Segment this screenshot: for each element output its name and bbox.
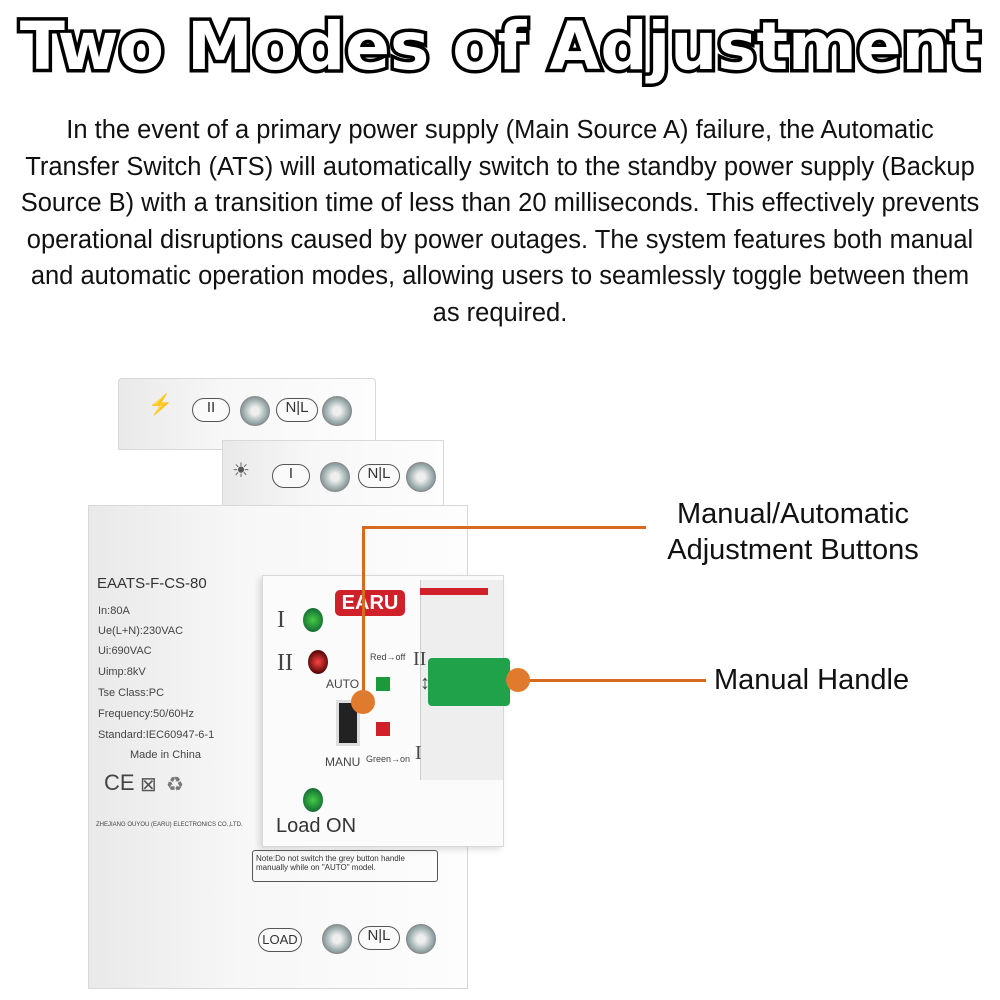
source-one-label: I	[272, 464, 310, 488]
load-on-label: Load ON	[276, 815, 357, 837]
terminal-nl: N|L	[358, 926, 400, 950]
spec: In:80A	[98, 605, 130, 617]
spec: Tse Class:PC	[98, 687, 165, 699]
callout-line-handle	[518, 679, 706, 682]
spec: Ui:690VAC	[98, 645, 152, 657]
up-down-arrow-icon: ↕	[420, 672, 430, 694]
callout-line-buttons	[362, 526, 646, 529]
spec: Standard:IEC60947-6-1	[98, 729, 215, 741]
callout-buttons-line1: Manual/Automatic	[676, 498, 910, 530]
brand-logo: EARU	[335, 590, 405, 616]
callout-dot-handle	[506, 668, 530, 692]
pylon-icon: ⚡	[148, 394, 173, 416]
screw-icon[interactable]	[322, 396, 352, 426]
weee-icon: ⊠	[140, 774, 157, 796]
callout-buttons: Manual/Automatic Adjustment Buttons	[640, 496, 946, 568]
screw-icon[interactable]	[406, 924, 436, 954]
spec: Uimp:8kV	[98, 666, 146, 678]
green-indicator	[376, 677, 390, 691]
red-off-label: Red→off	[370, 652, 406, 662]
recycle-icon: ♻	[166, 774, 184, 796]
handle-two-label: II	[413, 648, 427, 670]
red-indicator	[376, 722, 390, 736]
red-strip	[420, 588, 488, 595]
spec: Frequency:50/60Hz	[98, 708, 194, 720]
source-one-led	[303, 608, 323, 632]
handle-one-label: I	[415, 742, 422, 764]
source-two-label: II	[192, 398, 230, 422]
screw-icon[interactable]	[322, 924, 352, 954]
green-on-label: Green→on	[366, 754, 411, 764]
made-in: Made in China	[130, 749, 201, 761]
warning-note: Note:Do not switch the grey button handl…	[252, 850, 438, 882]
page-title: Two Modes of Adjustment	[16, 5, 983, 89]
source-two-led	[308, 650, 328, 674]
manufacturer: ZHEJIANG OUYOU (EARU) ELECTRONICS CO.,LT…	[96, 822, 243, 828]
ce-mark: CE	[104, 770, 135, 795]
callout-buttons-line2: Adjustment Buttons	[667, 534, 919, 566]
callout-dot-buttons	[351, 690, 375, 714]
callout-handle: Manual Handle	[714, 664, 910, 696]
terminal-nl: N|L	[276, 398, 318, 422]
screw-icon[interactable]	[320, 462, 350, 492]
screw-icon[interactable]	[406, 462, 436, 492]
auto-label: AUTO	[326, 677, 360, 691]
manual-handle[interactable]	[428, 658, 510, 706]
solar-icon: ☀	[232, 460, 250, 482]
model-label: EAATS-F-CS-80	[97, 575, 207, 592]
terminal-nl: N|L	[358, 464, 400, 488]
load-led	[303, 788, 323, 812]
manu-label: MANU	[325, 755, 361, 769]
source-one-indicator-label: I	[277, 607, 285, 633]
callout-line-buttons-vertical	[362, 526, 365, 702]
screw-icon[interactable]	[240, 396, 270, 426]
load-terminal-label: LOAD	[258, 928, 302, 952]
spec: Ue(L+N):230VAC	[98, 625, 184, 637]
source-two-indicator-label: II	[277, 650, 293, 676]
description: In the event of a primary power supply (…	[20, 116, 980, 327]
